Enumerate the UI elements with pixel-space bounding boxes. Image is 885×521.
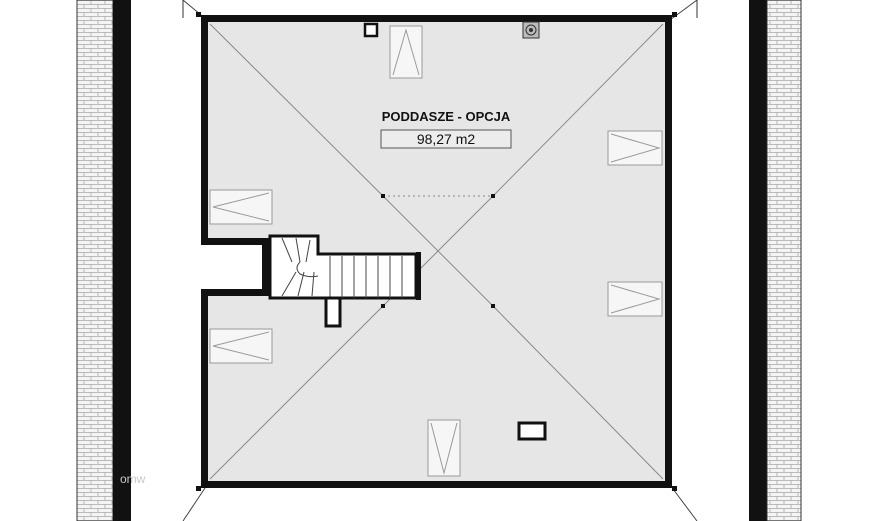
vent-grille-icon <box>522 21 540 39</box>
room-name: PODDASZE - OPCJA <box>382 109 511 124</box>
vent-opening <box>363 22 379 38</box>
left-exterior-wall <box>76 0 131 521</box>
chimney <box>517 421 547 441</box>
skylight <box>209 328 273 364</box>
roof-points <box>381 194 495 308</box>
right-exterior-wall <box>749 0 802 521</box>
skylight <box>607 281 663 317</box>
roof-hip-lines <box>209 23 664 480</box>
corner-markers <box>196 12 677 491</box>
skylight <box>427 419 461 477</box>
area-box <box>380 129 512 149</box>
watermark: omw <box>120 472 146 486</box>
room-area: 98,27 m2 <box>417 131 476 147</box>
skylight <box>209 189 273 225</box>
staircase <box>268 234 421 328</box>
roof-edge <box>182 0 698 18</box>
skylight <box>389 25 423 79</box>
skylight <box>607 130 663 166</box>
